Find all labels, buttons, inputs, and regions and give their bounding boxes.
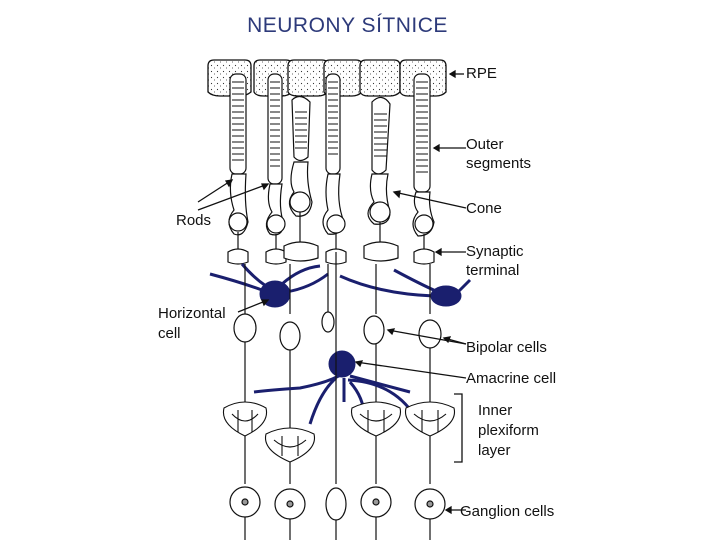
retina-diagram: RPE Outer segments Cone Synaptic termina… [150, 52, 570, 540]
photoreceptor-bodies [228, 161, 435, 237]
disc-ribs [232, 81, 428, 173]
bipolar-cells [233, 264, 442, 432]
ganglion-cells [229, 252, 446, 540]
label-inner-plexiform-line2: plexiform [478, 422, 539, 439]
leader-lines [197, 69, 467, 515]
label-amacrine-cell: Amacrine cell [466, 370, 557, 387]
label-ganglion-cells: Ganglion cells [460, 503, 555, 520]
label-inner-plexiform-line1: Inner [478, 402, 513, 419]
label-inner-plexiform-line3: layer [478, 442, 511, 459]
inner-plexiform-synapses [222, 401, 456, 463]
label-rods: Rods [176, 212, 212, 229]
label-outer-segments-line1: Outer [466, 136, 504, 153]
label-synaptic-line1: Synaptic [466, 243, 524, 260]
retina-neurons-drawing [197, 59, 472, 540]
label-outer-segments-line2: segments [466, 155, 532, 172]
label-horizontal-line1: Horizontal [158, 305, 226, 322]
label-synaptic-line2: terminal [466, 262, 520, 279]
horizontal-cells [209, 263, 472, 308]
outer-segments [229, 73, 431, 193]
label-rpe: RPE [466, 65, 497, 82]
label-cone: Cone [466, 200, 502, 217]
page-title: NEURONY SÍTNICE [247, 14, 448, 37]
label-bipolar-cells: Bipolar cells [466, 339, 547, 356]
synaptic-terminals [227, 241, 435, 265]
label-horizontal-line2: cell [158, 325, 181, 342]
